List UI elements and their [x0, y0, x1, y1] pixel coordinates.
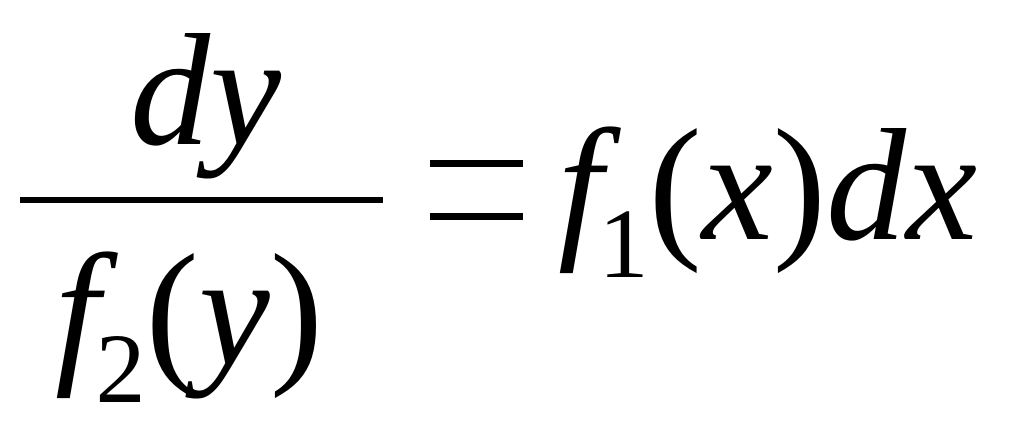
rhs-differential-x: x [906, 96, 978, 274]
denominator-subscript: 2 [95, 313, 146, 424]
rhs-open-paren: ( [648, 96, 702, 274]
fraction-bar [20, 197, 383, 203]
rhs-function-f: f [558, 96, 603, 274]
numerator-d: d [130, 1, 210, 179]
rhs-subscript: 1 [598, 188, 649, 299]
denominator-function-f: f [55, 221, 100, 399]
denominator-open-paren: ( [145, 221, 199, 399]
equals-bar-bottom [430, 213, 523, 220]
right-hand-side: f1(x)dx [558, 105, 977, 299]
equals-sign [430, 160, 523, 222]
rhs-differential-d: d [826, 96, 907, 274]
denominator-variable-y: y [198, 221, 270, 399]
equals-bar-top [430, 160, 523, 167]
rhs-variable-x: x [701, 96, 773, 274]
fraction-denominator: f2(y) [55, 230, 323, 424]
numerator-y: y [210, 1, 282, 179]
fraction-numerator: dy [130, 10, 281, 170]
rhs-close-paren: ) [772, 96, 827, 274]
denominator-close-paren: ) [269, 221, 324, 399]
